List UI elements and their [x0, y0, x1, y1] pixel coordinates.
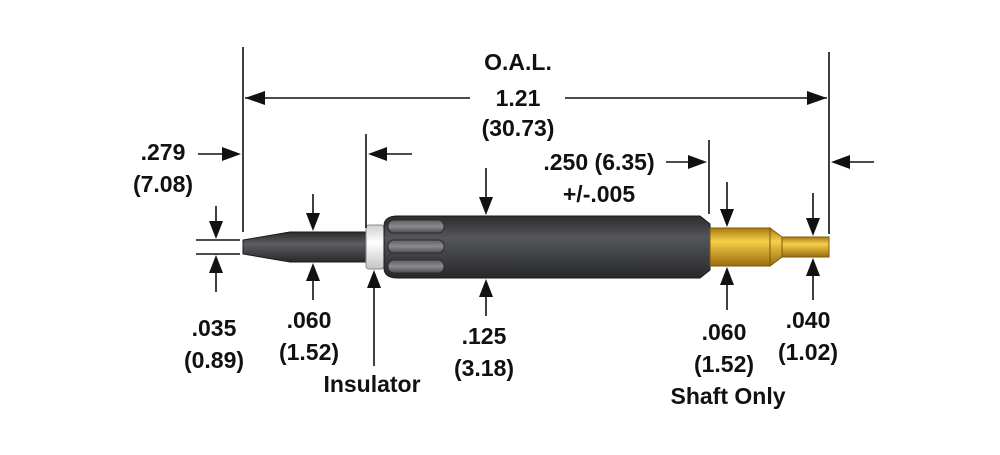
body-diameter-inch: .125 [462, 323, 507, 349]
insulator-label: Insulator [323, 371, 420, 397]
insulator-callout: Insulator [323, 270, 421, 397]
oal-label: O.A.L. [484, 49, 552, 75]
rear-shaft-note: Shaft Only [670, 383, 785, 409]
arrowhead [807, 91, 827, 105]
arrowhead [245, 91, 265, 105]
arrowhead [806, 218, 820, 236]
arrowhead [720, 209, 734, 227]
tip-point-dimension: .035 (0.89) [184, 206, 244, 373]
arrowhead [720, 267, 734, 285]
probe-illustration [242, 215, 830, 279]
tip-length-mm: (7.08) [133, 171, 193, 197]
tip-shaft-dimension: .060 (1.52) [279, 194, 339, 365]
arrowhead [368, 147, 387, 161]
tip-shaft-mm: (1.52) [279, 339, 339, 365]
grip-groove [387, 219, 445, 234]
arrowhead [209, 255, 223, 273]
brass-pin [781, 236, 830, 258]
tip-length-inch: .279 [141, 139, 186, 165]
rear-length-dimension: .250 (6.35) +/-.005 [543, 140, 874, 214]
arrowhead [688, 155, 707, 169]
tip-point-mm: (0.89) [184, 347, 244, 373]
arrowhead [806, 258, 820, 276]
brass-taper [769, 227, 783, 267]
tip-shaft-inch: .060 [287, 307, 332, 333]
arrowhead [222, 147, 241, 161]
arrowhead [367, 270, 381, 288]
pin-end-dimension: .040 (1.02) [778, 193, 838, 365]
rear-length-value: .250 (6.35) [543, 149, 654, 175]
oal-dimension: O.A.L. 1.21 (30.73) [242, 47, 830, 234]
body-diameter-dimension: .125 (3.18) [454, 168, 514, 381]
rear-length-tolerance: +/-.005 [563, 181, 635, 207]
grip-groove [387, 259, 445, 274]
oal-mm: (30.73) [482, 115, 555, 141]
rear-shaft-mm: (1.52) [694, 351, 754, 377]
arrowhead [831, 155, 850, 169]
oal-inch: 1.21 [496, 85, 541, 111]
rear-shaft-inch: .060 [702, 319, 747, 345]
rear-shaft-dimension: .060 (1.52) Shaft Only [670, 182, 786, 409]
arrowhead [306, 213, 320, 231]
grip-groove [387, 239, 445, 254]
insulator-ring [365, 224, 385, 270]
arrowhead [306, 263, 320, 281]
body-diameter-mm: (3.18) [454, 355, 514, 381]
tip-length-dimension: .279 (7.08) [133, 134, 412, 228]
arrowhead [209, 221, 223, 239]
pin-end-inch: .040 [786, 307, 831, 333]
arrowhead [479, 197, 493, 215]
arrowhead [479, 279, 493, 297]
probe-tip [242, 231, 367, 263]
brass-shaft [709, 227, 771, 267]
tip-point-inch: .035 [192, 315, 237, 341]
probe-barrel [383, 215, 711, 279]
pin-end-mm: (1.02) [778, 339, 838, 365]
